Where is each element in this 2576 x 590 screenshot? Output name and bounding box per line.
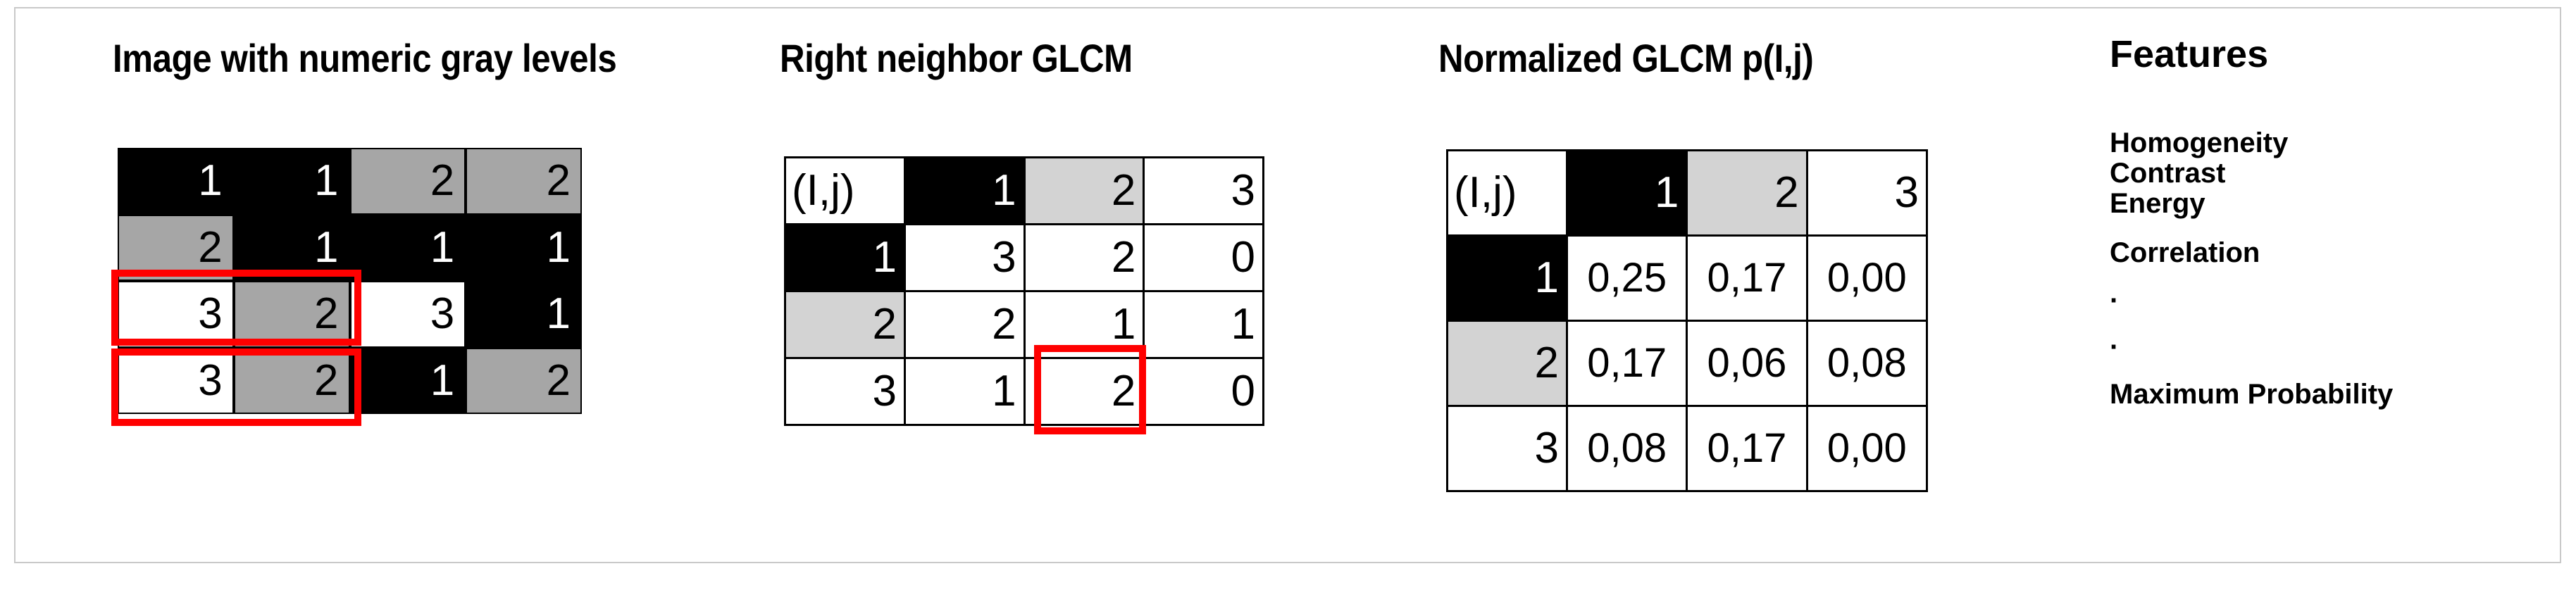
- row-header-3: 3: [1446, 405, 1568, 492]
- image-pixel-r2-c1: 2: [118, 214, 234, 281]
- feature-item-contrast: Contrast: [2110, 158, 2226, 189]
- image-pixel-r4-c2: 2: [233, 347, 350, 414]
- image-pixel-r1-c2: 1: [233, 148, 350, 215]
- column-header-2: 2: [1023, 156, 1145, 225]
- cell-r1-c2: 0,17: [1686, 234, 1808, 322]
- feature-item-energy: Energy: [2110, 188, 2205, 220]
- row-header-2: 2: [784, 290, 906, 359]
- cell-r2-c1: 2: [904, 290, 1026, 359]
- feature-bullet-1: ·: [2110, 284, 2120, 316]
- cell-r3-c1: 0,08: [1565, 405, 1688, 492]
- row-header-1: 1: [784, 223, 906, 292]
- cell-r2-c1: 0,17: [1565, 320, 1688, 407]
- feature-bullet-2: ·: [2110, 331, 2120, 363]
- image-pixel-r1-c3: 2: [349, 148, 466, 215]
- panel-title-normalized-glcm: Normalized GLCM p(I,j): [1438, 36, 1814, 80]
- image-pixel-r3-c4: 1: [466, 281, 582, 348]
- image-pixel-r2-c2: 1: [233, 214, 350, 281]
- image-pixel-r2-c3: 1: [349, 214, 466, 281]
- panel-title-glcm: Right neighbor GLCM: [780, 36, 1133, 80]
- table-corner-label: (I,j): [1446, 149, 1568, 237]
- feature-item-homogeneity: Homogeneity: [2110, 127, 2289, 158]
- cell-r3-c1: 1: [904, 357, 1026, 426]
- column-header-3: 3: [1143, 156, 1264, 225]
- table-corner-label: (I,j): [784, 156, 906, 225]
- image-pixel-r1-c4: 2: [466, 148, 582, 215]
- cell-r1-c1: 0,25: [1565, 234, 1688, 322]
- image-pixel-r4-c4: 2: [466, 347, 582, 414]
- image-pixel-r4-c1: 3: [118, 347, 234, 414]
- features-heading: Features: [2110, 33, 2269, 75]
- cell-r2-c3: 1: [1143, 290, 1264, 359]
- row-header-2: 2: [1446, 320, 1568, 407]
- cell-r1-c3: 0,00: [1805, 234, 1929, 322]
- panel-title-image: Image with numeric gray levels: [113, 36, 617, 80]
- column-header-1: 1: [904, 156, 1026, 225]
- cell-r2-c2: 0,06: [1686, 320, 1808, 407]
- image-pixel-r3-c1: 3: [118, 281, 234, 348]
- cell-r2-c3: 0,08: [1805, 320, 1929, 407]
- image-pixel-r3-c2: 2: [233, 281, 350, 348]
- cell-r3-c3: 0,00: [1805, 405, 1929, 492]
- column-header-1: 1: [1565, 149, 1688, 237]
- row-header-1: 1: [1446, 234, 1568, 322]
- image-pixel-r1-c1: 1: [118, 148, 234, 215]
- column-header-3: 3: [1805, 149, 1929, 237]
- cell-r3-c3: 0: [1143, 357, 1264, 426]
- row-header-3: 3: [784, 357, 906, 426]
- cell-r1-c2: 2: [1023, 223, 1145, 292]
- cell-r2-c2: 1: [1023, 290, 1145, 359]
- image-pixel-r4-c3: 1: [349, 347, 466, 414]
- image-pixel-r3-c3: 3: [349, 281, 466, 348]
- feature-item-maximum-probability: Maximum Probability: [2110, 378, 2394, 410]
- cell-r1-c3: 0: [1143, 223, 1264, 292]
- cell-r1-c1: 3: [904, 223, 1026, 292]
- feature-item-correlation: Correlation: [2110, 237, 2260, 268]
- column-header-2: 2: [1686, 149, 1808, 237]
- image-pixel-r2-c4: 1: [466, 214, 582, 281]
- cell-r3-c2: 2: [1023, 357, 1145, 426]
- cell-r3-c2: 0,17: [1686, 405, 1808, 492]
